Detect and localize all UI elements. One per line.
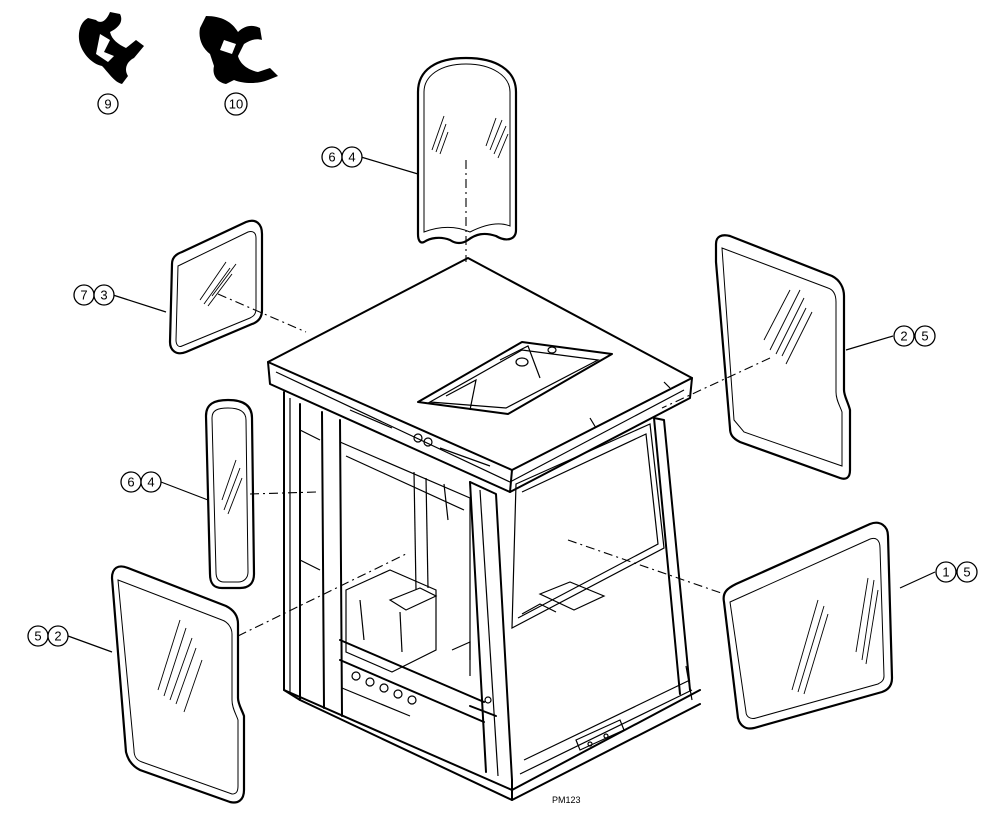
svg-text:7: 7: [80, 288, 87, 303]
callout-left-narrow-window: 6 4: [120, 471, 209, 501]
svg-text:6: 6: [127, 475, 134, 490]
svg-text:10: 10: [229, 97, 243, 112]
svg-text:2: 2: [54, 629, 61, 644]
svg-text:4: 4: [147, 475, 154, 490]
callout-top-window: 6 4: [321, 146, 419, 175]
cab-frame: [267, 257, 701, 801]
seal-profile-9-icon: [78, 12, 144, 84]
callout-right-lower-window: 1 5: [899, 561, 978, 589]
callout-right-upper-window: 2 5: [845, 325, 936, 351]
seal-profile-10-icon: [199, 16, 278, 84]
svg-text:9: 9: [104, 97, 111, 112]
figure-code: PM123: [552, 795, 581, 805]
svg-text:1: 1: [942, 565, 949, 580]
svg-text:5: 5: [921, 329, 928, 344]
callout-9: 9: [97, 93, 119, 115]
svg-text:4: 4: [348, 150, 355, 165]
svg-text:2: 2: [900, 329, 907, 344]
glass-left-upper: [168, 219, 264, 355]
svg-text:5: 5: [963, 565, 970, 580]
callout-left-lower-window: 5 2: [27, 625, 113, 653]
svg-text:5: 5: [34, 629, 41, 644]
svg-text:3: 3: [100, 288, 107, 303]
glass-left-lower: [110, 565, 246, 804]
glass-right-lower: [722, 521, 894, 730]
callout-left-upper-window: 7 3: [73, 284, 167, 313]
glass-right-upper: [714, 234, 852, 480]
glass-left-narrow: [204, 398, 256, 590]
explode-lines: [217, 160, 771, 637]
svg-text:6: 6: [328, 150, 335, 165]
glass-top: [416, 56, 518, 245]
callout-10: 10: [224, 92, 248, 116]
